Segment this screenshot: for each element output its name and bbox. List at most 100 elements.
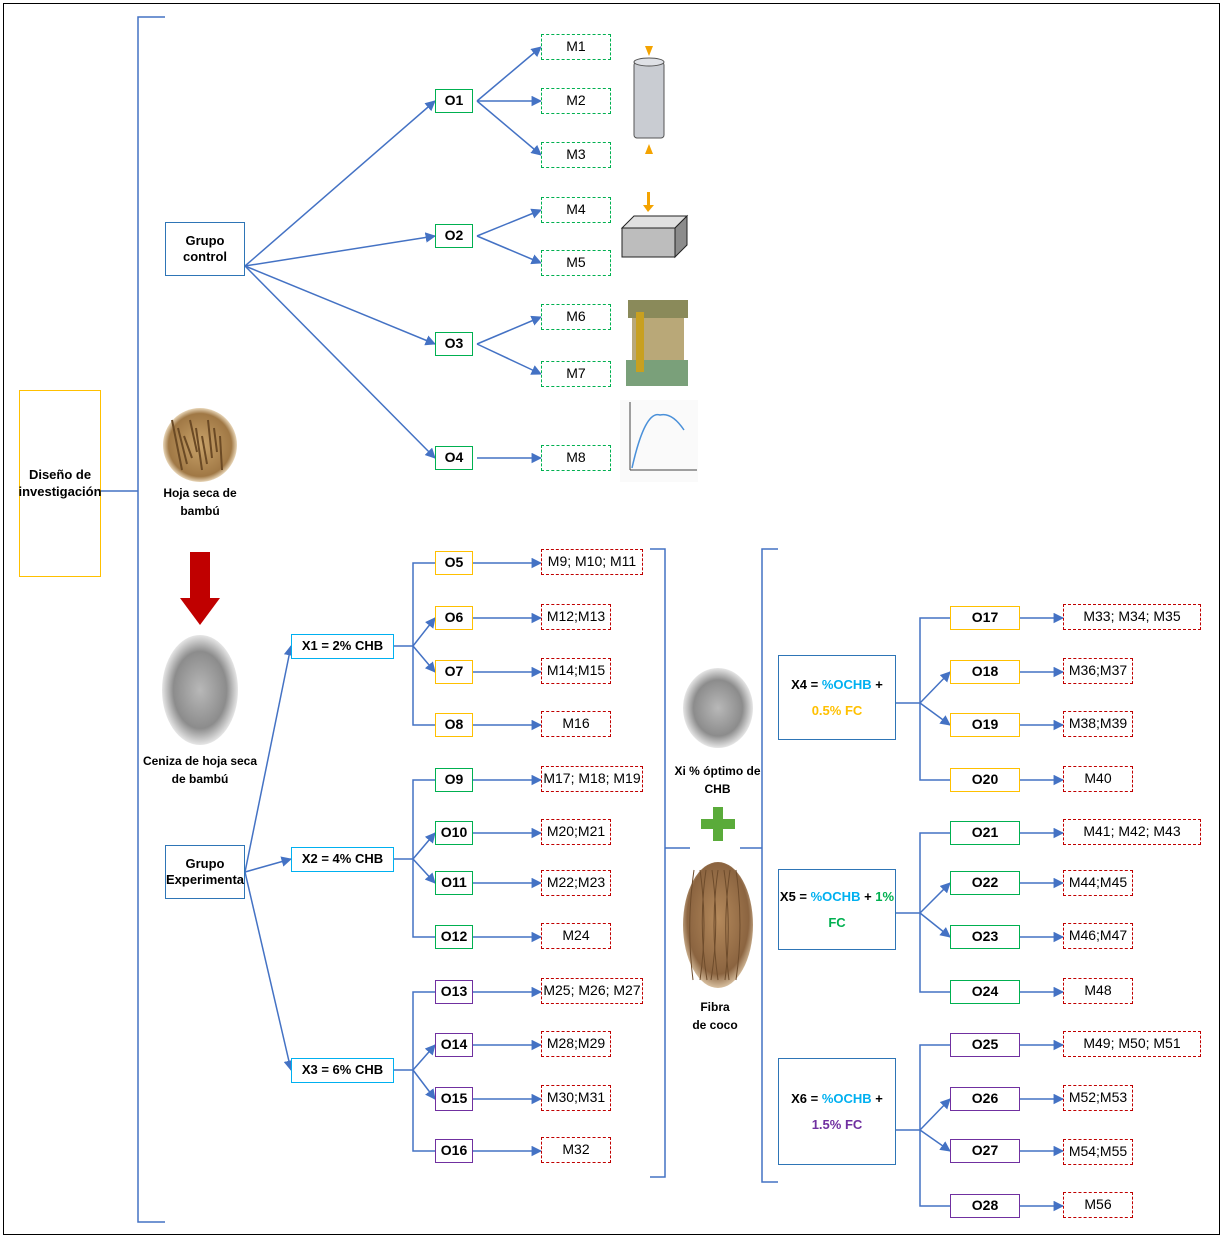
observation-o2: O2 [435, 224, 473, 248]
measurement-box: M16 [541, 711, 611, 737]
x6-prefix: X6 = [791, 1091, 822, 1106]
observation-o13: O13 [435, 980, 473, 1004]
measurement-box: M4 [541, 197, 611, 223]
branch-arrow [920, 672, 950, 703]
x6-plus: + [872, 1091, 883, 1106]
optimum-caption: Xi % óptimo deCHB [665, 762, 770, 798]
measurement-box: M40 [1063, 766, 1133, 792]
optimum-ash-image [683, 668, 753, 748]
observation-o18: O18 [950, 660, 1020, 684]
middle-bracket-right [762, 549, 778, 1182]
control-line1: Grupo [186, 233, 225, 249]
control-to-obs-arrow [245, 266, 435, 344]
shear-screw [636, 312, 644, 372]
branch-bracket [413, 992, 435, 1151]
obs-to-meas-arrow [477, 344, 541, 374]
observation-o15: O15 [435, 1087, 473, 1111]
branch-arrow [920, 883, 950, 913]
cylinder-top [634, 58, 664, 66]
x6-ochb: %OCHB [822, 1091, 872, 1106]
beam-front [622, 228, 675, 257]
x4-plus: + [872, 677, 883, 692]
exp-to-x-arrow [245, 872, 291, 1070]
control-group-box: Grupo control [165, 222, 245, 276]
measurement-box: M12;M13 [541, 604, 611, 630]
observation-o17: O17 [950, 606, 1020, 630]
x6-fiber: 1.5% FC [812, 1112, 863, 1138]
shear-box-base [626, 360, 688, 386]
measurement-box: M24 [541, 923, 611, 949]
x1-label: X1 = 2% CHB [302, 638, 383, 654]
observation-o27: O27 [950, 1139, 1020, 1163]
cylinder-compression-icon [634, 62, 664, 138]
observation-o10: O10 [435, 821, 473, 845]
measurement-box: M14;M15 [541, 658, 611, 684]
beam-load-shaft [647, 192, 650, 206]
branch-arrow [920, 1099, 950, 1130]
x4-fiber: 0.5% FC [812, 698, 863, 724]
bamboo-leaf-image [163, 408, 237, 482]
obs-to-meas-arrow [477, 317, 541, 344]
root-bracket [138, 17, 165, 1222]
observation-o16: O16 [435, 1139, 473, 1163]
observation-o8: O8 [435, 713, 473, 737]
observation-o6: O6 [435, 606, 473, 630]
branch-arrow [920, 703, 950, 725]
obs-to-meas-arrow [477, 101, 541, 155]
load-arrow-bottom [645, 144, 653, 154]
experimental-line2: Experimenta [166, 872, 244, 888]
x3-label: X3 = 6% CHB [302, 1062, 383, 1078]
observation-o24: O24 [950, 980, 1020, 1004]
observation-o19: O19 [950, 713, 1020, 737]
measurement-box: M7 [541, 361, 611, 387]
observation-o4: O4 [435, 446, 473, 470]
coconut-fiber-image [683, 862, 753, 988]
observation-o1: O1 [435, 89, 473, 113]
measurement-box: M32 [541, 1137, 611, 1163]
branch-bracket [920, 833, 950, 992]
branch-arrow [413, 1045, 435, 1070]
observation-o5: O5 [435, 551, 473, 575]
branch-arrow [413, 618, 435, 646]
measurement-box: M56 [1063, 1192, 1133, 1218]
bamboo-ash-image [162, 635, 238, 745]
measurement-box: M36;M37 [1063, 658, 1133, 684]
measurement-box: M33; M34; M35 [1063, 604, 1201, 630]
plus-horizontal [701, 819, 735, 829]
fiber-caption: Fibrade coco [670, 998, 760, 1034]
obs-to-meas-arrow [477, 236, 541, 263]
experimental-line1: Grupo [186, 856, 225, 872]
observation-o28: O28 [950, 1194, 1020, 1218]
control-line2: control [183, 249, 227, 265]
measurement-box: M38;M39 [1063, 711, 1133, 737]
observation-o7: O7 [435, 660, 473, 684]
x4-prefix: X4 = [791, 677, 822, 692]
load-arrow-top [645, 46, 653, 56]
measurement-box: M5 [541, 250, 611, 276]
observation-o23: O23 [950, 925, 1020, 949]
measurement-box: M49; M50; M51 [1063, 1031, 1201, 1057]
measurement-box: M9; M10; M11 [541, 549, 643, 575]
root-line1: Diseño de [29, 467, 91, 483]
measurement-box: M46;M47 [1063, 923, 1133, 949]
x5-fiber: FC [828, 910, 845, 936]
branch-arrow [413, 833, 435, 859]
x3-box: X3 = 6% CHB [291, 1058, 394, 1083]
measurement-box: M25; M26; M27 [541, 978, 643, 1004]
x2-label: X2 = 4% CHB [302, 851, 383, 867]
x5-ochb: %OCHB [811, 889, 861, 904]
observation-o3: O3 [435, 332, 473, 356]
branch-arrow [413, 859, 435, 883]
measurement-box: M17; M18; M19 [541, 766, 643, 792]
obs-to-meas-arrow [477, 47, 541, 101]
measurement-box: M20;M21 [541, 819, 611, 845]
measurement-box: M44;M45 [1063, 870, 1133, 896]
branch-arrow [920, 1130, 950, 1151]
x5-fiber-pct: 1% [875, 889, 894, 904]
red-arrow-head [180, 598, 220, 625]
x5-plus: + [860, 889, 875, 904]
measurement-box: M1 [541, 34, 611, 60]
measurement-box: M2 [541, 88, 611, 114]
measurement-box: M48 [1063, 978, 1133, 1004]
